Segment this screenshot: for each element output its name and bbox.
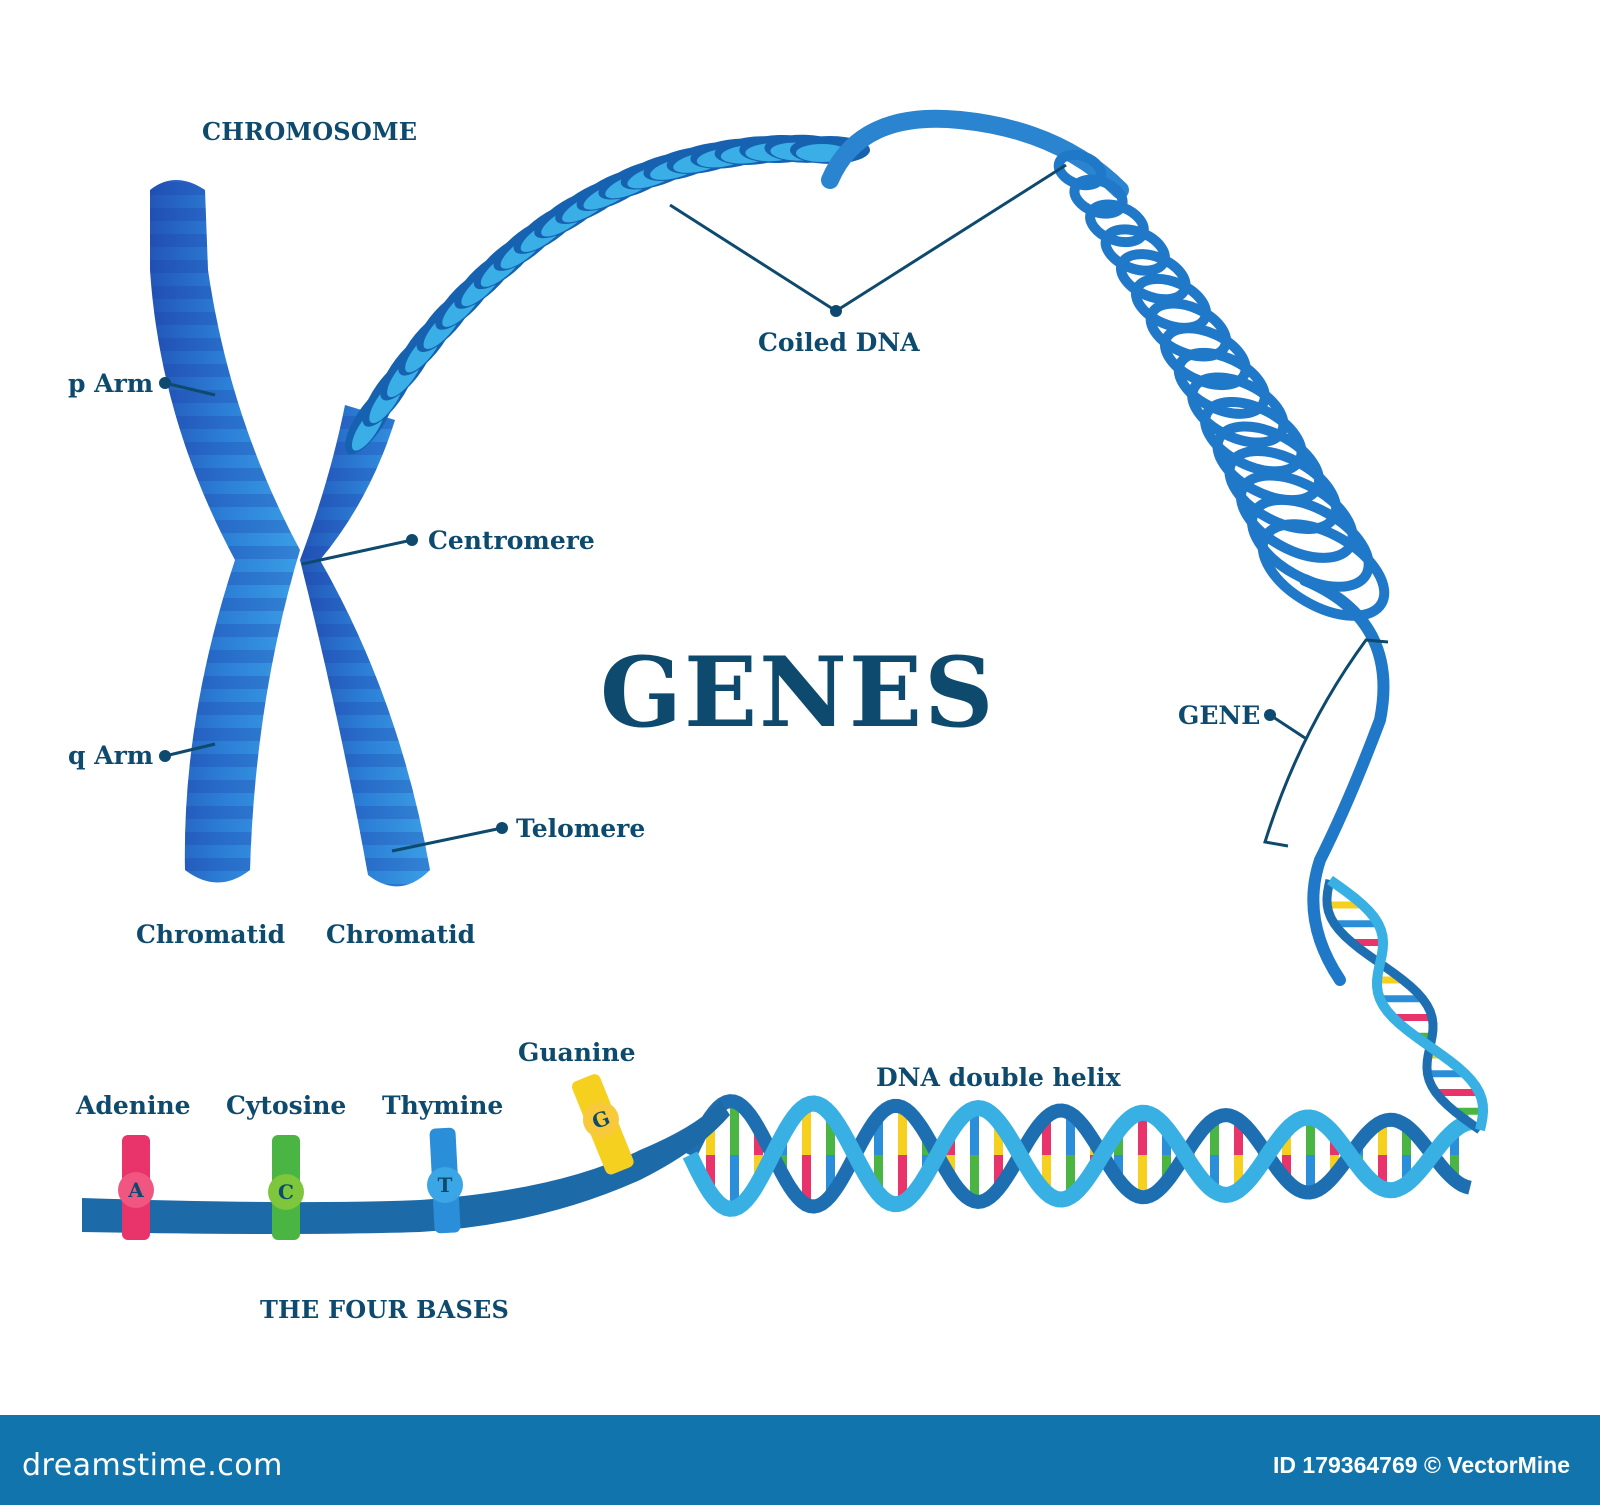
chromatid-left — [150, 180, 300, 883]
base-pair-half — [1378, 1121, 1387, 1155]
base-pair-half — [1234, 1119, 1243, 1155]
base-name-adenine: Adenine — [76, 1091, 191, 1120]
bases-backbone — [82, 1100, 730, 1234]
base-pair-half — [1450, 1130, 1459, 1155]
base-pair-half — [802, 1105, 811, 1155]
base-pair-half — [1234, 1155, 1243, 1191]
image-credit: ID 179364769 © VectorMine — [1273, 1452, 1570, 1478]
p-arm-label: p Arm — [68, 369, 154, 398]
q-arm-dot — [159, 750, 171, 762]
page-title: GENES — [600, 636, 996, 749]
chromatid-right-label: Chromatid — [326, 920, 476, 949]
coiled-dna-tight — [345, 134, 870, 455]
base-pair-half — [1282, 1130, 1291, 1155]
dna-double-helix — [682, 875, 1489, 1217]
p-arm-leader — [164, 381, 216, 397]
centromere-dot — [406, 534, 418, 546]
base-pair-half — [874, 1155, 883, 1194]
spring-loop — [1200, 397, 1307, 477]
base-pair-half — [1306, 1117, 1315, 1155]
base-name-thymine: Thymine — [382, 1091, 504, 1120]
telomere-dot — [496, 822, 508, 834]
coiled-dna-leader — [669, 163, 1067, 313]
base-adenine: A — [118, 1135, 154, 1240]
base-pair-half — [1066, 1155, 1075, 1197]
base-pair-half — [1042, 1155, 1051, 1193]
leader-lines — [159, 163, 1389, 853]
spring-loop — [1085, 199, 1149, 248]
telomere-label: Telomere — [516, 814, 646, 843]
diagram-artwork: A C T G — [82, 109, 1489, 1240]
q-arm-label: q Arm — [68, 741, 154, 770]
coiled-dna-dot — [830, 305, 842, 317]
coiled-dna-label: Coiled DNA — [758, 328, 920, 357]
gene-label: GENE — [1178, 701, 1261, 730]
base-pair-half — [898, 1107, 907, 1155]
chromosome-heading: CHROMOSOME — [202, 117, 418, 146]
base-pair-half — [730, 1101, 739, 1155]
brand-logo[interactable]: dreamstime.com — [22, 1448, 283, 1483]
helix-backbone-back — [683, 1094, 1472, 1214]
centromere-leader — [301, 538, 413, 566]
base-pair-half — [970, 1155, 979, 1202]
base-thymine: T — [427, 1127, 463, 1234]
q-arm-leader — [164, 742, 216, 758]
base-pair-half — [1282, 1155, 1291, 1180]
base-pair-half — [1402, 1125, 1411, 1155]
base-pair-half — [706, 1155, 715, 1193]
base-pair-half — [1042, 1117, 1051, 1155]
base-pair-half — [994, 1120, 1003, 1155]
base-pair-half — [1306, 1155, 1315, 1193]
p-arm-dot — [159, 377, 171, 389]
spring-loop — [1257, 519, 1390, 621]
base-cytosine: C — [268, 1135, 304, 1240]
base-name-cytosine: Cytosine — [226, 1091, 347, 1120]
base-guanine: G — [571, 1074, 634, 1175]
centromere-label: Centromere — [428, 526, 595, 555]
coiled-dna-spring — [821, 109, 1390, 621]
base-pair-half — [1138, 1112, 1147, 1155]
base-pair-half — [826, 1113, 835, 1155]
footer-bar: dreamstime.com ID 179364769 © VectorMine — [0, 1415, 1600, 1505]
base-pair-half — [826, 1155, 835, 1197]
spring-loop — [1247, 494, 1374, 592]
base-name-guanine: Guanine — [518, 1038, 636, 1067]
spring-loop — [1159, 323, 1251, 391]
base-pair-half — [874, 1116, 883, 1155]
helix-rise-back — [1322, 879, 1483, 1134]
base-pair-half — [1114, 1155, 1123, 1179]
base-pair-half — [706, 1117, 715, 1155]
base-pair-half — [898, 1155, 907, 1203]
base-pair-half — [1378, 1155, 1387, 1189]
chromatid-left-label: Chromatid — [136, 920, 286, 949]
base-pair-half — [1450, 1155, 1459, 1180]
base-letter-a: A — [127, 1178, 144, 1202]
base-pair-half — [1162, 1155, 1171, 1183]
base-pair-half — [1210, 1155, 1219, 1191]
base-pair-half — [1138, 1155, 1147, 1198]
telomere-leader — [391, 826, 503, 853]
base-pair-half — [730, 1155, 739, 1209]
base-pair-half — [1402, 1155, 1411, 1185]
gene-strand — [1299, 574, 1390, 986]
helix-rise-front — [1327, 875, 1489, 1132]
base-pair-half — [1066, 1113, 1075, 1155]
chromatid-right — [300, 405, 430, 887]
base-pair-half — [802, 1155, 811, 1205]
base-letter-c: C — [278, 1180, 294, 1204]
genes-diagram: A C T G — [68, 109, 1489, 1324]
base-letter-t: T — [438, 1173, 453, 1197]
spring-loop — [1145, 298, 1232, 362]
base-pair-half — [970, 1108, 979, 1155]
helix-backbone-front — [682, 1095, 1472, 1217]
base-pair-half — [1210, 1119, 1219, 1155]
four-bases-heading: THE FOUR BASES — [260, 1295, 510, 1324]
double-helix-label: DNA double helix — [876, 1063, 1121, 1092]
base-pair-half — [994, 1155, 1003, 1190]
gene-bracket — [1263, 638, 1389, 848]
gene-dot — [1264, 709, 1276, 721]
gene-leader — [1269, 713, 1306, 740]
